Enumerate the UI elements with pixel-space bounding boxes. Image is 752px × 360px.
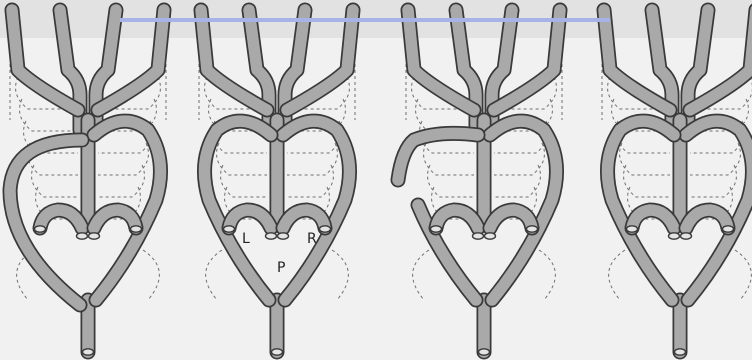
dashed-lower-left [609,250,625,300]
trunk-stub-left [473,233,484,239]
aorta-stub [272,349,283,355]
pulmonary-right-stub [131,226,142,232]
arch-panel-3 [398,10,562,355]
aorta-stub [83,349,94,355]
aorta-stub [479,349,490,355]
dashed-lower-left [206,250,222,300]
dashed-arch-left [32,165,78,197]
trunk-stub-right [681,233,692,239]
dashed-arch-left [217,143,267,175]
pulmonary-right-stub [723,226,734,232]
dashed-lower-right [332,250,348,300]
dashed-lower-left [413,250,429,300]
dashed-arch-left [624,165,670,197]
dashed-arch-left [424,143,474,175]
pulmonary-right-stub [320,226,331,232]
arch-panel-4 [602,10,752,355]
trunk-stub-left [77,233,88,239]
dashed-arch-right [98,165,144,197]
dashed-arch-right [494,143,544,175]
pulmonary-right-stub [527,226,538,232]
dashed-arch-right [690,143,740,175]
dashed-arch-right [494,165,540,197]
trunk-stub-right [89,233,100,239]
arch-panel-1 [10,10,166,355]
trunk-stub-right [485,233,496,239]
aorta-stub [675,349,686,355]
dashed-arch-left [428,165,474,197]
trunk-stub-left [669,233,680,239]
dashed-lower-right [539,250,555,300]
dashed-lower-right [143,250,159,300]
label-right: R [307,231,317,247]
dashed-arch-right [287,143,337,175]
arch-panel-2 [199,10,355,355]
trunk-stub-left [266,233,277,239]
pulmonary-left-stub [431,226,442,232]
pulmonary-left-stub [35,226,46,232]
label-center: P [277,260,285,276]
label-left: L [242,231,250,247]
dashed-lower-right [735,250,751,300]
dashed-arch-left [620,143,670,175]
trunk-stub-right [278,233,289,239]
dashed-arch-right [287,165,333,197]
dashed-arch-left [221,165,267,197]
dashed-arch-right [98,143,148,175]
pulmonary-left-stub [627,226,638,232]
pulmonary-left-stub [224,226,235,232]
dashed-arch-right [690,165,736,197]
